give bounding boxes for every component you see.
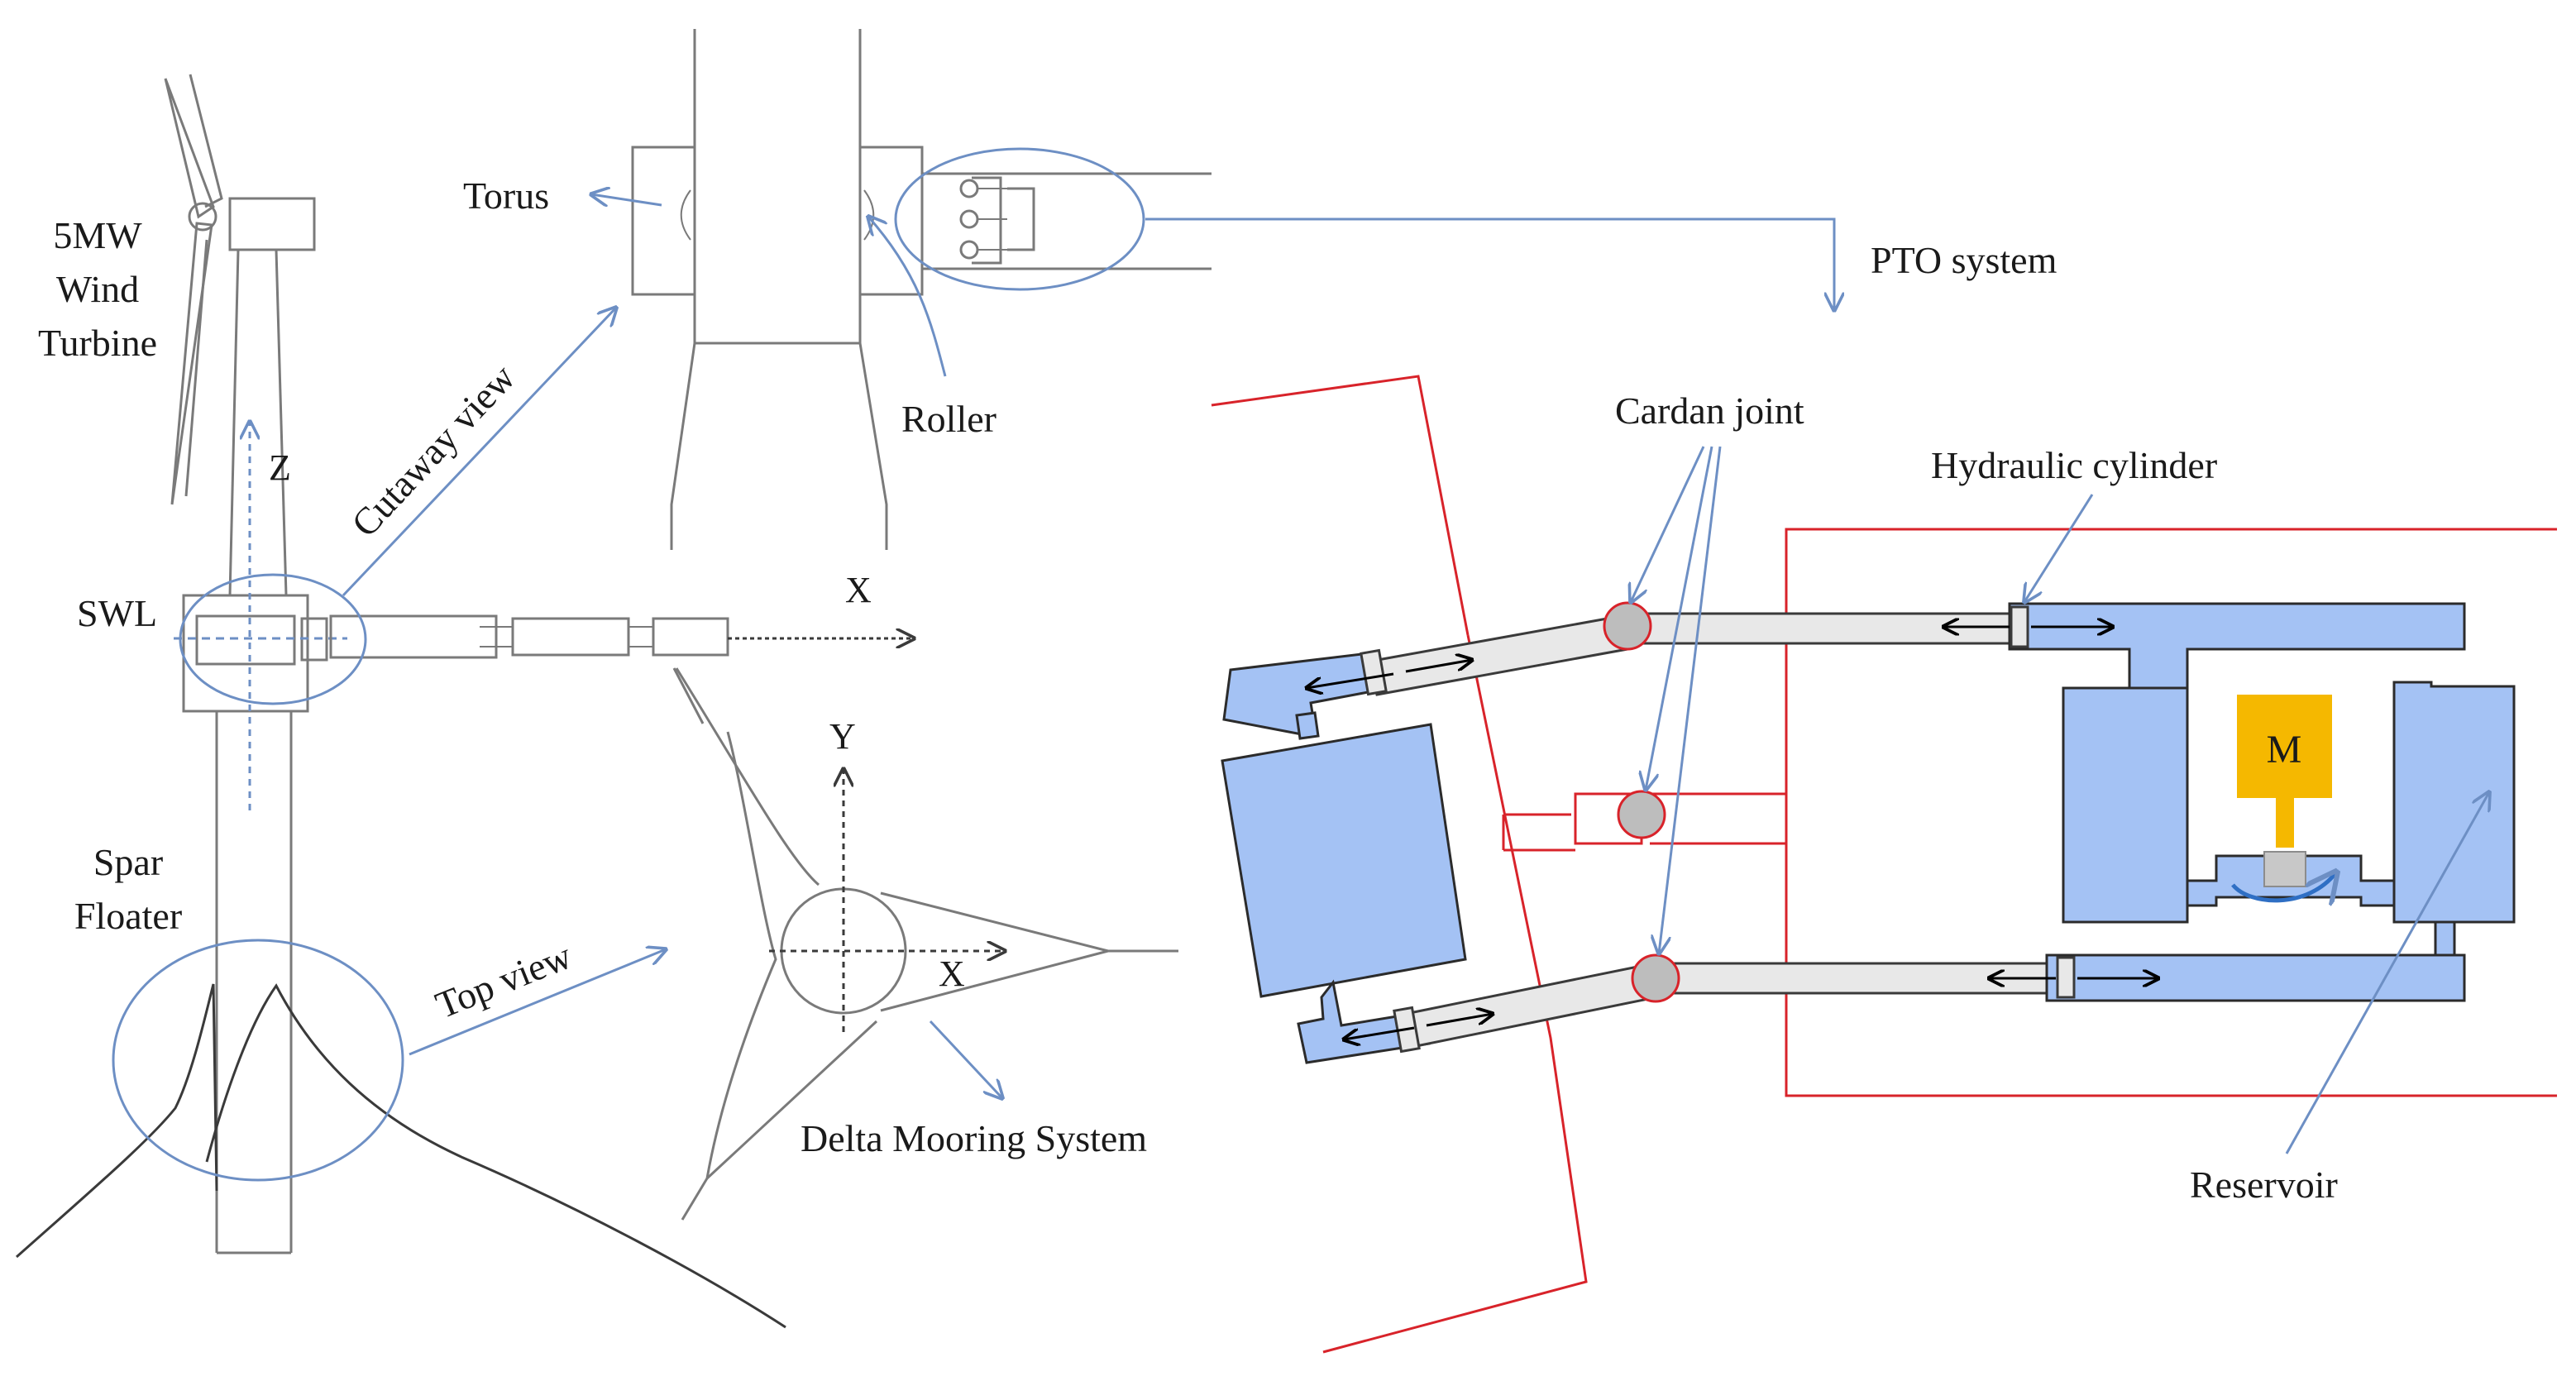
z-axis-label: Z <box>269 447 291 488</box>
swl-detail-circle <box>179 573 367 705</box>
pto-arm-side <box>329 614 914 659</box>
x-axis-side-label: X <box>845 570 872 610</box>
turbine-label-line2: Wind <box>56 268 139 310</box>
torus-label: Torus <box>463 174 549 217</box>
x-axis-top-label: X <box>939 953 965 994</box>
motor-label: M <box>2267 728 2302 772</box>
turbine-label-line3: Turbine <box>38 322 157 364</box>
roller-label: Roller <box>901 398 996 440</box>
cardan-joint-label: Cardan joint <box>1615 389 1804 432</box>
wind-turbine <box>164 74 316 596</box>
y-axis-label: Y <box>829 716 856 757</box>
pto-hydraulic-schematic <box>1211 375 2557 1354</box>
mooring-lines-side <box>16 983 786 1329</box>
swl-label: SWL <box>77 592 157 634</box>
turbine-label-line1: 5MW <box>53 214 142 256</box>
cutaway-detail <box>631 29 1212 550</box>
pto-detail-circle <box>894 147 1145 291</box>
cutaway-view-label: Cutaway view <box>343 356 523 545</box>
cardan-joint-top <box>1603 601 1652 651</box>
motor-box <box>2237 695 2332 798</box>
spar-floater <box>182 594 328 1254</box>
top-view-detail-circle <box>112 939 404 1182</box>
delta-mooring-label: Delta Mooring System <box>801 1117 1147 1159</box>
top-view-label: Top view <box>430 934 578 1026</box>
reservoir-label: Reservoir <box>2190 1164 2338 1206</box>
pto-system-label: PTO system <box>1871 239 2057 281</box>
delta-mooring-top-view <box>672 667 1178 1221</box>
spar-label-line1: Spar <box>93 841 163 883</box>
spar-label-line2: Floater <box>74 895 182 937</box>
cardan-joint-bottom <box>1631 953 1680 1003</box>
cardan-joint-middle <box>1617 790 1666 839</box>
hydraulic-cylinder-label: Hydraulic cylinder <box>1931 444 2217 486</box>
